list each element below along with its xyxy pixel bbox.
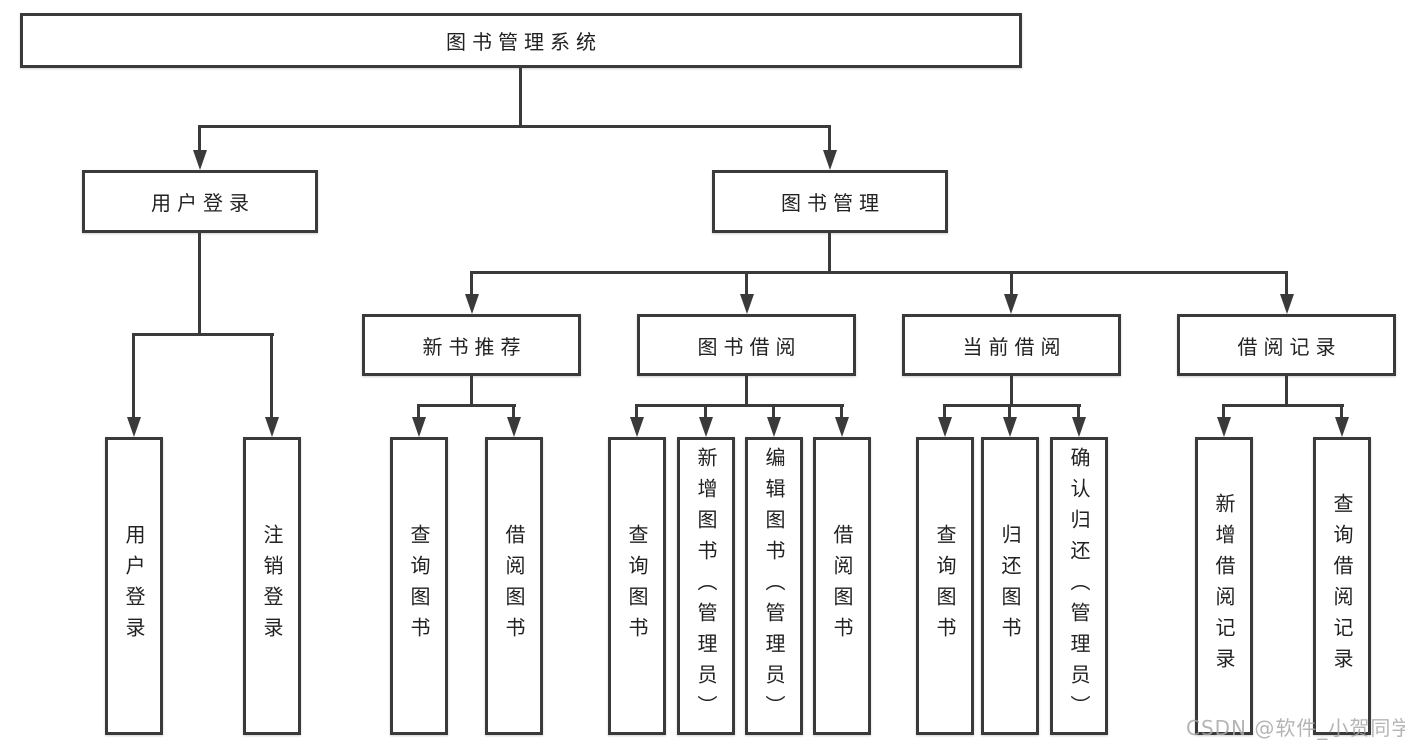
connector-line (198, 125, 831, 128)
connector-line (198, 126, 201, 152)
node-label: 图书管理 (781, 191, 885, 215)
arrow-down-icon (465, 294, 479, 314)
connector-line (417, 404, 516, 407)
arrow-down-icon (193, 150, 207, 170)
leaf-user-login: 用户登录 (105, 437, 163, 735)
leaf-bb-add-books-admin: 新增图书（管理员） (677, 437, 735, 735)
connector-line (1222, 405, 1225, 418)
connector-line (745, 376, 748, 407)
arrow-down-icon (1003, 417, 1017, 437)
connector-line (270, 334, 273, 419)
connector-line (1077, 405, 1080, 418)
arrow-down-icon (1335, 417, 1349, 437)
node-label: 用户登录 (151, 191, 255, 215)
node-current-borrowing: 当前借阅 (902, 314, 1121, 376)
node-label: 用户登录 (122, 524, 146, 648)
leaf-cb-query-books: 查询图书 (916, 437, 974, 735)
leaf-br-add-borrow-record: 新增借阅记录 (1195, 437, 1253, 735)
node-label: 新书推荐 (422, 334, 527, 359)
arrow-down-icon (265, 417, 279, 437)
node-user-login: 用户登录 (82, 170, 318, 233)
connector-line (519, 68, 522, 128)
connector-line (1008, 405, 1011, 418)
connector-line (943, 404, 1081, 407)
connector-line (772, 405, 775, 418)
node-label: 图书借阅 (697, 334, 802, 359)
arrow-down-icon (767, 417, 781, 437)
node-label: 归还图书 (998, 524, 1022, 648)
arrow-down-icon (938, 417, 952, 437)
arrow-down-icon (412, 417, 426, 437)
connector-line (470, 271, 1288, 274)
node-label: 注销登录 (260, 524, 284, 648)
node-label: 新增借阅记录 (1212, 493, 1236, 679)
connector-line (1340, 405, 1343, 418)
node-book-management: 图书管理 (712, 170, 948, 233)
connector-line (132, 334, 135, 419)
arrow-down-icon (823, 150, 837, 170)
connector-line (828, 126, 831, 152)
arrow-down-icon (127, 417, 141, 437)
connector-line (840, 405, 843, 418)
leaf-logout: 注销登录 (243, 437, 301, 735)
connector-line (635, 405, 638, 418)
node-borrowing-records: 借阅记录 (1177, 314, 1396, 376)
node-label: 借阅图书 (830, 524, 854, 648)
arrow-down-icon (1280, 294, 1294, 314)
connector-line (1285, 272, 1288, 295)
node-library-management-system: 图书管理系统 (20, 13, 1022, 68)
csdn-watermark: CSDN @软件_小贺同学 (1186, 716, 1405, 740)
arrow-down-icon (699, 417, 713, 437)
arrow-down-icon (630, 417, 644, 437)
node-label: 确认归还（管理员） (1067, 446, 1091, 726)
node-label: 借阅记录 (1237, 334, 1342, 359)
connector-line (704, 405, 707, 418)
connector-line (1010, 376, 1013, 407)
node-label: 当前借阅 (962, 334, 1067, 359)
connector-line (635, 404, 844, 407)
leaf-bb-query-books: 查询图书 (608, 437, 666, 735)
leaf-cb-return-books: 归还图书 (981, 437, 1039, 735)
connector-line (943, 405, 946, 418)
node-label: 图书管理系统 (446, 30, 602, 54)
connector-line (1285, 376, 1288, 407)
leaf-nb-query-books: 查询图书 (390, 437, 448, 735)
connector-line (470, 376, 473, 407)
node-book-borrowing: 图书借阅 (637, 314, 856, 376)
leaf-br-query-borrow-record: 查询借阅记录 (1313, 437, 1371, 735)
connector-line (198, 233, 201, 335)
node-label: 查询图书 (625, 524, 649, 648)
leaf-nb-borrow-books: 借阅图书 (485, 437, 543, 735)
leaf-cb-confirm-return-admin: 确认归还（管理员） (1050, 437, 1108, 735)
connector-line (417, 405, 420, 418)
connector-line (470, 272, 473, 295)
connector-line (1222, 404, 1344, 407)
arrow-down-icon (1217, 417, 1231, 437)
node-label: 借阅图书 (502, 524, 526, 648)
arrow-down-icon (835, 417, 849, 437)
arrow-down-icon (507, 417, 521, 437)
arrow-down-icon (1004, 294, 1018, 314)
leaf-bb-borrow-books: 借阅图书 (813, 437, 871, 735)
connector-line (828, 233, 831, 274)
connector-line (132, 333, 274, 336)
connector-line (1010, 272, 1013, 295)
node-label: 查询图书 (407, 524, 431, 648)
node-label: 查询借阅记录 (1330, 493, 1354, 679)
arrow-down-icon (740, 294, 754, 314)
connector-line (745, 272, 748, 295)
leaf-bb-edit-books-admin: 编辑图书（管理员） (745, 437, 803, 735)
node-label: 查询图书 (933, 524, 957, 648)
node-new-book-recommendation: 新书推荐 (362, 314, 581, 376)
node-label: 编辑图书（管理员） (762, 446, 786, 726)
node-label: 新增图书（管理员） (694, 446, 718, 726)
connector-line (512, 405, 515, 418)
arrow-down-icon (1072, 417, 1086, 437)
